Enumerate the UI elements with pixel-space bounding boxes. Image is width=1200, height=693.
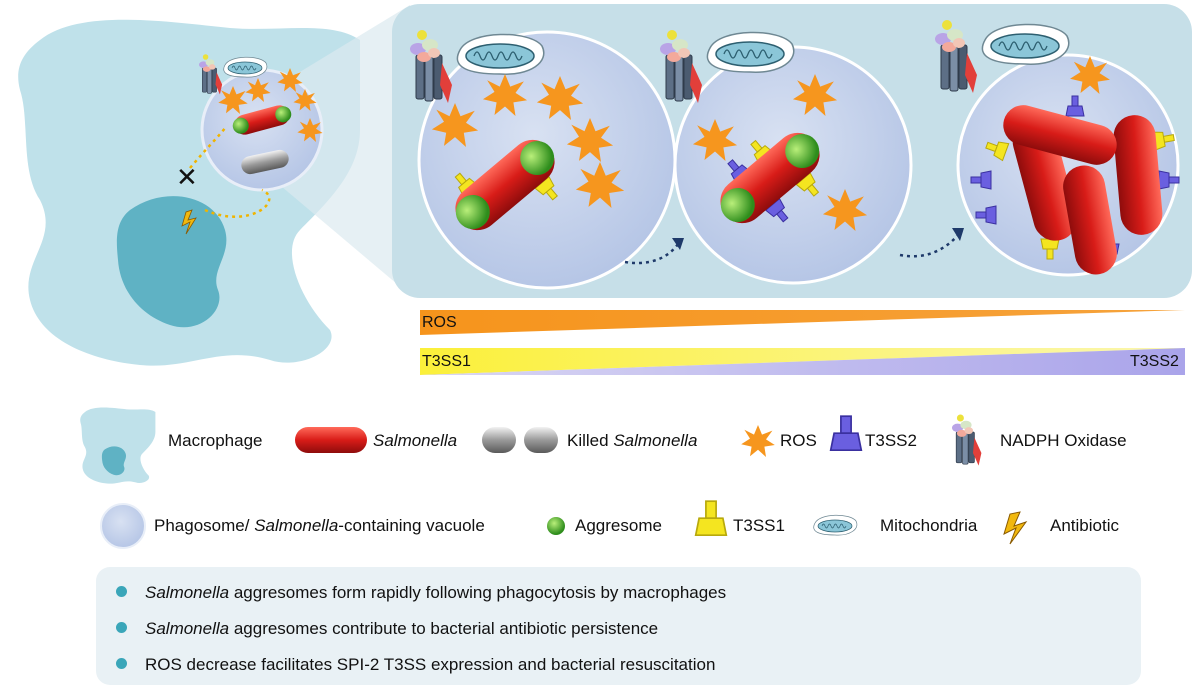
summary-item: Salmonella aggresomes contribute to bact…	[116, 619, 658, 639]
salmonella-icon	[295, 427, 367, 453]
t3ss2-gradient	[420, 348, 1185, 375]
legend-label-t3ss1: T3SS1	[733, 516, 785, 535]
mitochondria-icon	[813, 514, 858, 536]
summary-item: ROS decrease facilitates SPI-2 T3SS expr…	[116, 655, 715, 675]
legend-label-salmonella: Salmonella	[373, 431, 458, 450]
legend-label-antibiotic: Antibiotic	[1050, 516, 1119, 535]
killed-salmonella-icon	[482, 427, 558, 453]
t3ss2-icon	[829, 415, 863, 452]
summary-box: Salmonella aggresomes form rapidly follo…	[96, 567, 1141, 685]
bullet-icon	[116, 658, 127, 670]
ros-icon	[741, 425, 775, 457]
legend-label-macrophage: Macrophage	[168, 431, 263, 450]
nadph-oxidase-icon	[951, 414, 982, 466]
legend-label-aggresome: Aggresome	[575, 516, 662, 535]
legend-label-nadph-oxidase: NADPH Oxidase	[1000, 431, 1127, 450]
t3ss1-icon	[694, 500, 728, 537]
t3ss2-gradient-label: T3SS2	[1130, 353, 1179, 370]
antibiotic-icon	[1003, 511, 1028, 545]
macrophage-icon	[80, 407, 156, 484]
t3ss1-gradient-label: T3SS1	[422, 353, 471, 370]
legend-label-mitochondria: Mitochondria	[880, 516, 978, 535]
nucleus	[116, 196, 227, 328]
legend-label-killed-salmonella: Killed Salmonella	[567, 431, 698, 450]
legend-label-ros: ROS	[780, 431, 817, 450]
legend-label-t3ss2: T3SS2	[865, 431, 917, 450]
aggresome-icon	[547, 517, 565, 535]
bullet-icon	[116, 586, 127, 598]
vacuole-icon	[100, 503, 146, 549]
ros-gradient-label: ROS	[422, 314, 457, 331]
bullet-icon	[116, 622, 127, 634]
svg-text:✕: ✕	[176, 163, 198, 193]
legend-label-vacuole: Phagosome/ Salmonella-containing vacuole	[154, 516, 485, 535]
ros-gradient	[420, 310, 1185, 335]
summary-item: Salmonella aggresomes form rapidly follo…	[116, 583, 726, 603]
